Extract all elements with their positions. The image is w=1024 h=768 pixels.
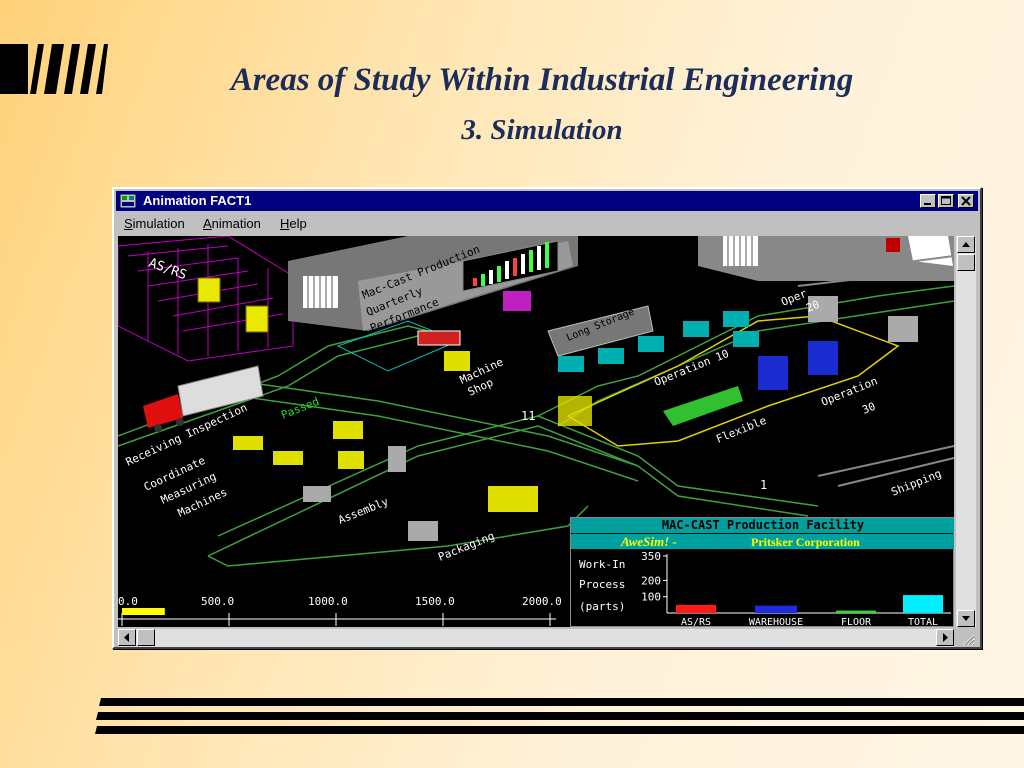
road-line-2 (817, 445, 954, 487)
arrow-down-icon (962, 616, 970, 621)
slide-title: Areas of Study Within Industrial Enginee… (230, 62, 854, 98)
chart-bar (755, 605, 797, 613)
timeline-tick-label: 2000.0 (522, 595, 562, 608)
timeline-progress-bar (122, 608, 165, 615)
asrs-label: AS/RS (147, 256, 189, 283)
chart-y-tick-label: 350 (641, 550, 661, 563)
chart-y-tick-label: 200 (641, 574, 661, 587)
bottom-stripes (95, 698, 1024, 734)
vertical-scrollbar[interactable] (956, 236, 976, 627)
queue-count-11: 11 (521, 409, 535, 423)
panel-brand-bar: AweSim! - Pritsker Corporation (571, 534, 954, 549)
right-building (698, 236, 954, 281)
asrs-box-2 (245, 305, 269, 333)
timeline-tick-label: 500.0 (201, 595, 234, 608)
menu-help-label: elp (289, 216, 307, 231)
assembly-label: Assembly (336, 495, 390, 527)
sign-mini-bars (473, 242, 549, 286)
wip-label-1: Work-In (579, 558, 626, 571)
operation10-label: Operation 10 (652, 347, 731, 389)
operation30-label-2: 30 (860, 400, 877, 417)
menu-simulation-label: imulation (132, 216, 185, 231)
queue-count-1: 1 (760, 478, 767, 492)
horizontal-scrollbar[interactable] (118, 629, 954, 647)
chart-category-label: TOTAL (908, 617, 938, 627)
menu-animation[interactable]: Animation (203, 216, 261, 231)
animation-window: Animation FACT1 Simulation Animation Hel… (112, 187, 982, 649)
asrs-box-1 (197, 277, 221, 303)
stats-panel: MAC-CAST Production Facility AweSim! - P… (570, 517, 954, 627)
truck (143, 365, 264, 432)
menu-animation-mnemonic: A (203, 216, 212, 231)
machines (233, 291, 918, 541)
oper20-label-2: 20 (804, 298, 821, 315)
close-button[interactable] (958, 194, 974, 208)
scroll-down-button[interactable] (957, 610, 975, 627)
passed-label: Passed (279, 395, 321, 422)
chart-bar (903, 595, 943, 613)
flexible-label: Flexible (714, 414, 768, 446)
scroll-right-button[interactable] (936, 629, 954, 646)
chart-category-label: AS/RS (681, 617, 711, 627)
scroll-up-button[interactable] (957, 236, 975, 253)
minimize-button[interactable] (920, 194, 936, 208)
factory-scene: AS/RS Mac-Cast Production Quarterly Perf… (118, 236, 954, 626)
scroll-left-button[interactable] (118, 629, 136, 646)
chart-bar (836, 610, 876, 613)
menu-simulation[interactable]: Simulation (124, 216, 185, 231)
main-building (288, 236, 578, 331)
arrow-right-icon (943, 633, 948, 642)
app-icon (120, 194, 136, 208)
timeline-tick-label: 1000.0 (308, 595, 348, 608)
window-title: Animation FACT1 (143, 193, 252, 208)
flexible-loop (566, 315, 900, 447)
maximize-icon (941, 196, 951, 205)
menu-help-mnemonic: H (280, 216, 290, 231)
minimize-icon (924, 203, 931, 205)
panel-title: MAC-CAST Production Facility (571, 518, 954, 533)
menu-help[interactable]: Help (280, 216, 307, 231)
animation-canvas[interactable]: AS/RS Mac-Cast Production Quarterly Perf… (118, 236, 954, 627)
chart-y-tick-label: 100 (641, 591, 661, 604)
panel-brand: AweSim! - (621, 534, 677, 549)
chart-category-label: FLOOR (841, 617, 872, 627)
timeline-tick-label: 1500.0 (415, 595, 455, 608)
menu-simulation-mnemonic: S (124, 216, 133, 231)
chart-bar (676, 604, 716, 613)
arrow-up-icon (962, 242, 970, 247)
horizontal-scroll-thumb[interactable] (137, 629, 155, 646)
panel-company: Pritsker Corporation (751, 535, 860, 549)
road-line (797, 255, 954, 287)
slide-subtitle: 3. Simulation (461, 114, 623, 146)
timeline: 0.0 500.0 1000.0 1500.0 2000.0 (118, 595, 562, 626)
vertical-scroll-thumb[interactable] (957, 254, 975, 271)
scrollbar-corner (956, 629, 976, 647)
wip-label-3: (parts) (579, 600, 626, 613)
timeline-tick-label: 0.0 (118, 595, 138, 608)
wip-label-2: Process (579, 578, 626, 591)
close-icon (961, 196, 971, 206)
slide-logo-bars (0, 44, 108, 94)
menu-bar: Simulation Animation Help (116, 213, 978, 235)
menu-animation-label: nimation (211, 216, 261, 231)
maximize-button[interactable] (938, 194, 954, 208)
window-titlebar[interactable]: Animation FACT1 (116, 191, 978, 211)
chart-category-label: WAREHOUSE (749, 617, 803, 627)
resize-grip-icon (963, 634, 975, 646)
arrow-left-icon (124, 633, 129, 642)
